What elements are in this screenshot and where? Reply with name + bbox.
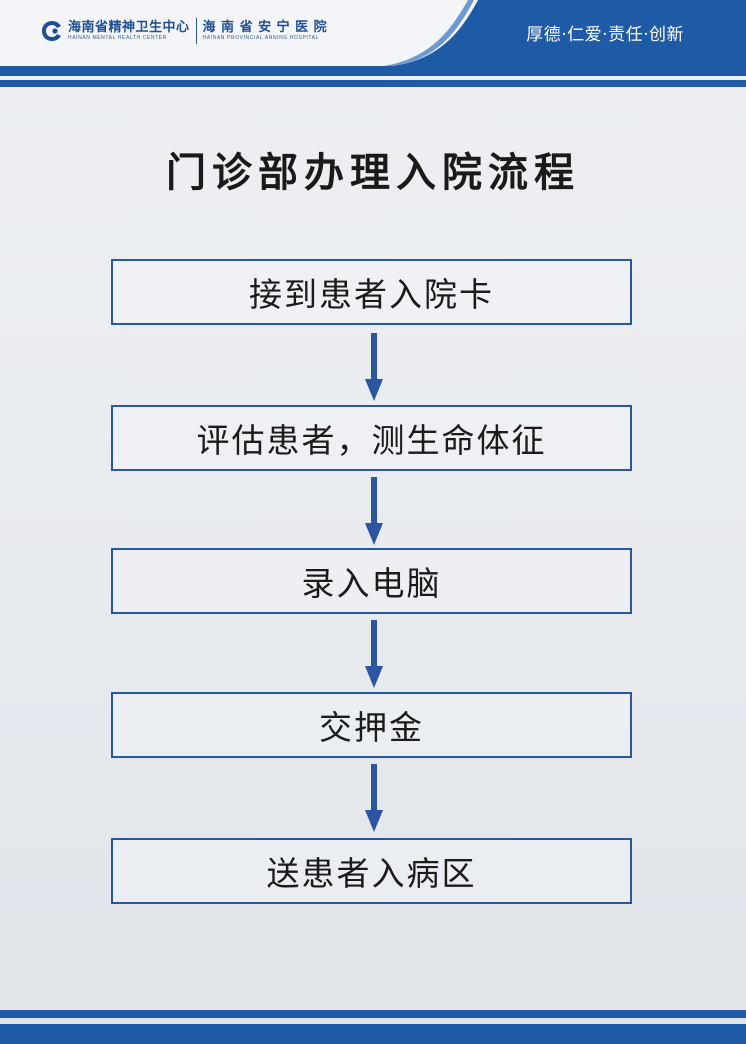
flow-step-5: 送患者入病区 (111, 838, 632, 904)
down-arrow-icon (365, 477, 383, 545)
logo-org-mental-health: 海南省精神卫生中心 HAINAN MENTAL HEALTH CENTER (68, 20, 190, 42)
flow-step-label: 送患者入病区 (266, 854, 477, 893)
flow-step-label: 评估患者，测生命体征 (196, 421, 547, 460)
flow-step-2: 评估患者，测生命体征 (111, 405, 632, 471)
down-arrow-icon (365, 333, 383, 401)
org-name-mental-health: 海南省精神卫生中心 (68, 20, 190, 35)
page-title: 门诊部办理入院流程 (166, 150, 580, 196)
logo-divider (195, 18, 197, 44)
org-name-mental-health-en: HAINAN MENTAL HEALTH CENTER (68, 35, 167, 41)
flow-step-label: 录入电脑 (301, 564, 442, 603)
logo-org-anning: 海 南 省 安 宁 医 院 HAINAN PROVINCIAL ANNING H… (203, 20, 328, 42)
header-band (0, 0, 746, 66)
footer-stripe-thin (0, 1010, 746, 1018)
down-arrow-icon (365, 620, 383, 688)
org-name-anning-en: HAINAN PROVINCIAL ANNING HOSPITAL (202, 35, 320, 41)
org-name-anning: 海 南 省 安 宁 医 院 (202, 20, 328, 35)
flow-step-label: 接到患者入院卡 (249, 275, 494, 314)
flow-step-1: 接到患者入院卡 (111, 259, 632, 325)
hospital-motto: 厚德·仁爱·责任·创新 (526, 25, 684, 45)
flow-step-label: 交押金 (319, 708, 424, 747)
flow-step-3: 录入电脑 (111, 548, 632, 614)
header-stripe (0, 66, 746, 76)
hospital-logo-icon (42, 21, 61, 41)
header-stripe-thin (0, 80, 746, 87)
down-arrow-icon (365, 764, 383, 832)
flow-step-4: 交押金 (111, 692, 632, 758)
footer-stripe (0, 1024, 746, 1044)
hospital-logo: 海南省精神卫生中心 HAINAN MENTAL HEALTH CENTER 海 … (40, 18, 327, 44)
